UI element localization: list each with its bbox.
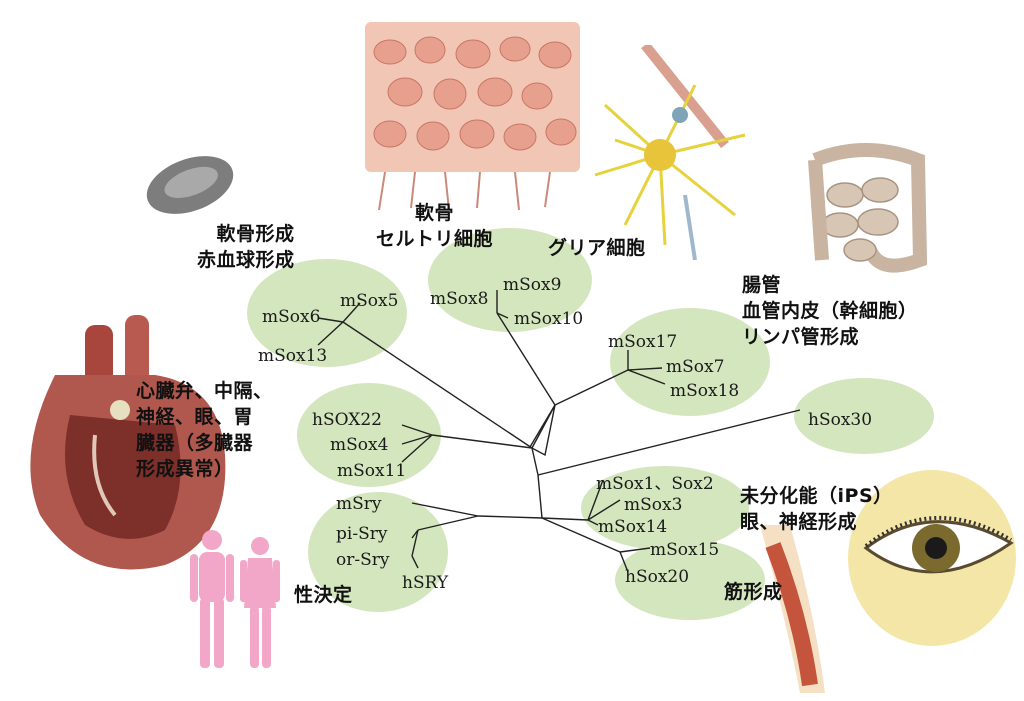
cluster-soxb <box>581 466 749 550</box>
function-label-intestine-vessel: 腸管 血管内皮（幹細胞） リンパ管形成 <box>742 274 918 348</box>
muscle-illustration <box>760 525 825 693</box>
gene-label: hSOX22 <box>312 410 382 430</box>
gene-label: hSox30 <box>808 410 872 430</box>
gene-label: mSox6 <box>262 307 320 327</box>
intestine-illustration <box>808 143 928 273</box>
heart-illustration <box>30 315 226 570</box>
gene-label: pi-Sry <box>336 524 388 544</box>
gene-label: mSox1、Sox2 <box>596 474 714 494</box>
gene-label: or-Sry <box>336 550 390 570</box>
gene-labels: mSox5 mSox6 mSox13 mSox8 mSox9 mSox10 mS… <box>258 275 872 593</box>
gene-label: mSox8 <box>430 289 488 309</box>
gene-label: mSox10 <box>514 309 583 329</box>
red-blood-cell-illustration <box>146 156 234 214</box>
cluster-soxg <box>615 540 765 620</box>
cluster-sry <box>308 492 448 612</box>
function-label-cartilage-sertoli: 軟骨 セルトリ細胞 <box>376 202 494 250</box>
gene-label: mSox15 <box>650 540 719 560</box>
gene-label: mSox7 <box>666 357 724 377</box>
cluster-soxf <box>610 308 770 416</box>
gene-label: mSox9 <box>503 275 561 295</box>
gene-label: mSox4 <box>330 435 388 455</box>
gene-label: mSox14 <box>598 517 667 537</box>
gene-label: mSox13 <box>258 346 327 366</box>
gene-label: mSox11 <box>337 461 406 481</box>
gene-label: mSox18 <box>670 381 739 401</box>
cluster-soxe <box>428 228 592 332</box>
gene-label: mSox3 <box>624 495 682 515</box>
function-label-heart: 心臓弁、中隔、 神経、眼、胃 臓器（多臓器 形成異常） <box>136 380 273 480</box>
function-label-cartilage-rbc: 軟骨形成 赤血球形成 <box>197 223 295 271</box>
function-label-ips-eye-neural: 未分化能（iPS） 眼、神経形成 <box>740 485 893 533</box>
cluster-soxd <box>247 259 407 367</box>
gene-label: mSox5 <box>340 291 398 311</box>
tree-branches <box>317 290 801 573</box>
function-label-muscle: 筋形成 <box>724 581 783 603</box>
human-figures-illustration <box>190 530 280 668</box>
glial-cell-illustration <box>594 45 746 260</box>
gene-label: hSox20 <box>625 567 689 587</box>
gene-label: mSry <box>336 494 382 514</box>
cluster-soxh <box>794 378 934 454</box>
eye-illustration <box>848 470 1016 646</box>
function-label-sex-determination: 性決定 <box>294 584 353 606</box>
cluster-soxc <box>297 383 441 487</box>
gene-label: mSox17 <box>608 332 677 352</box>
gene-label: hSRY <box>402 573 449 593</box>
cartilage-tissue-illustration <box>365 22 580 211</box>
function-label-glia: グリア細胞 <box>548 237 646 259</box>
